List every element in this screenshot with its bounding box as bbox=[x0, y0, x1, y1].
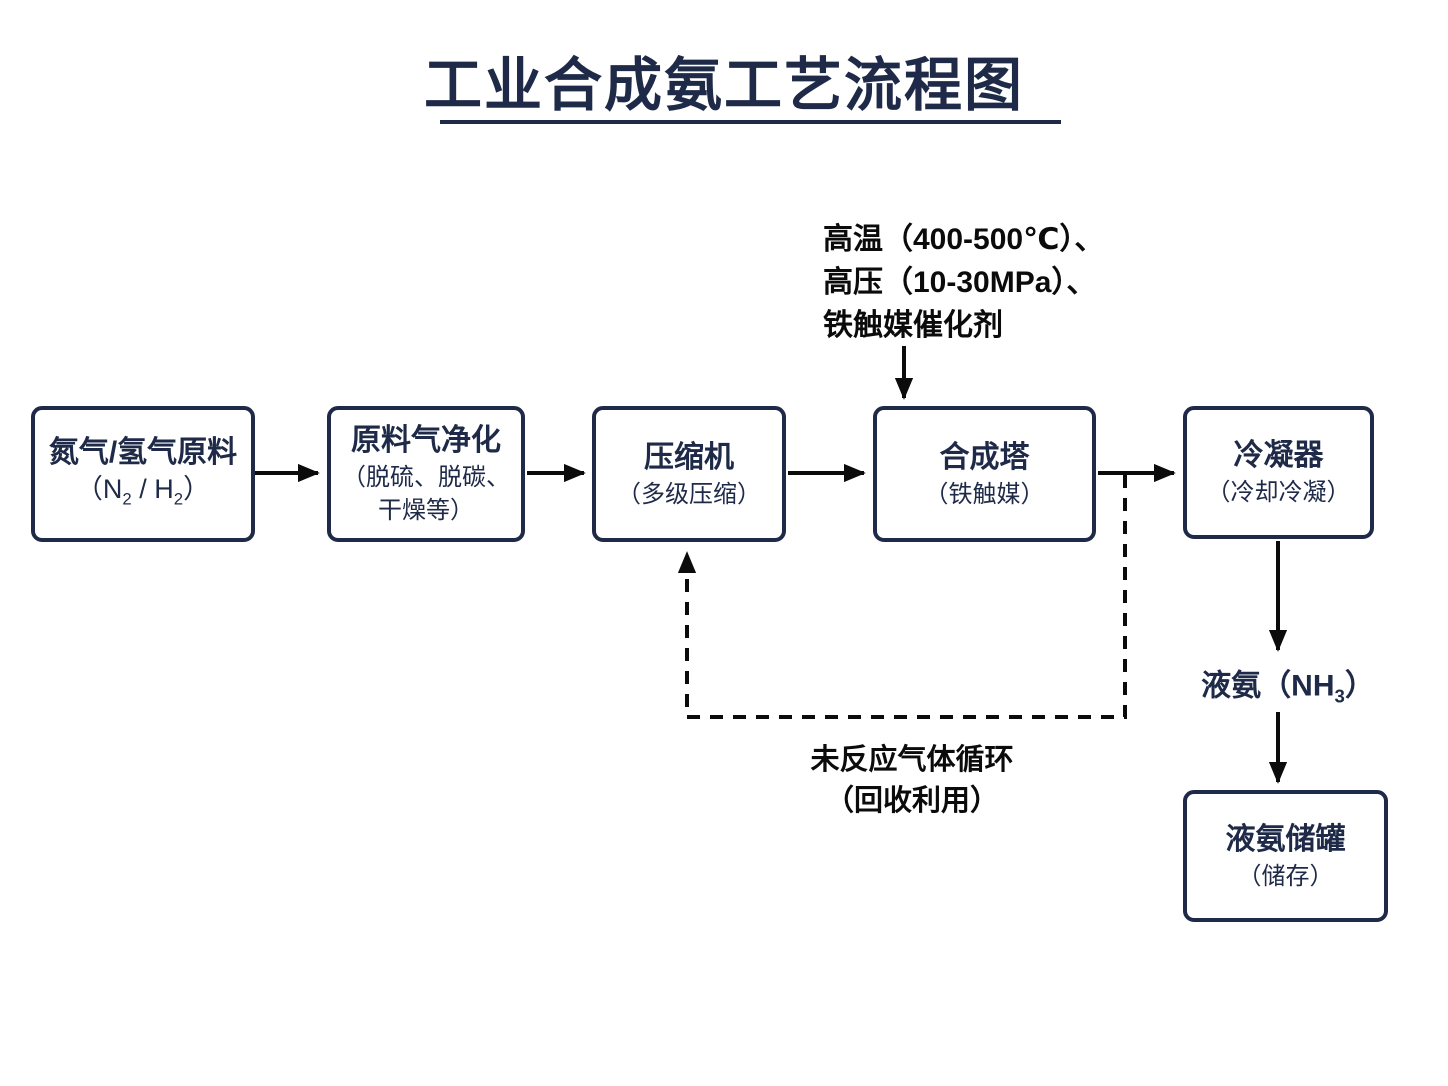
compressor-title: 压缩机 bbox=[644, 440, 734, 474]
condenser-title: 冷凝器 bbox=[1233, 439, 1324, 472]
annotation-line-pressure: 高压（10-30MPa）、 bbox=[823, 266, 1097, 299]
recycle-label-line2: （回收利用） bbox=[824, 785, 1000, 817]
condenser-sub: （冷却冷凝） bbox=[1206, 479, 1351, 506]
recycle-loop-label: 未反应气体循环 （回收利用） bbox=[810, 740, 1013, 822]
storage-tank-title: 液氨储罐 bbox=[1225, 822, 1346, 856]
liquid-ammonia-label: 液氨（NH3） bbox=[1201, 669, 1375, 707]
purification-title: 原料气净化 bbox=[351, 424, 501, 457]
storage-tank-sub: （储存） bbox=[1237, 862, 1334, 890]
feed-gas-formula: （N2 / H2） bbox=[75, 473, 211, 509]
process-box-condenser: 冷凝器 （冷却冷凝） bbox=[1183, 406, 1374, 539]
process-box-feed-gas: 氮气/氢气原料 （N2 / H2） bbox=[31, 406, 255, 542]
purification-sub-line2: 干燥等） bbox=[378, 497, 474, 524]
synthesis-tower-title: 合成塔 bbox=[939, 440, 1030, 474]
process-box-storage-tank: 液氨储罐 （储存） bbox=[1183, 790, 1388, 922]
synthesis-tower-sub: （铁触媒） bbox=[924, 480, 1045, 508]
process-box-synthesis-tower: 合成塔 （铁触媒） bbox=[873, 406, 1096, 542]
page-title: 工业合成氨工艺流程图 bbox=[423, 53, 1024, 118]
reaction-conditions-annotation: 高温（400-500℃）、 高压（10-30MPa）、 铁触媒催化剂 bbox=[823, 218, 1104, 347]
process-box-compressor: 压缩机 （多级压缩） bbox=[592, 406, 786, 542]
compressor-sub: （多级压缩） bbox=[617, 480, 761, 508]
feed-gas-title: 氮气/氢气原料 bbox=[48, 435, 238, 469]
annotation-line-temperature: 高温（400-500℃）、 bbox=[823, 223, 1105, 256]
title-underline bbox=[440, 120, 1061, 124]
purification-sub-line1: （脱硫、脱碳、 bbox=[342, 464, 510, 491]
process-box-purification: 原料气净化 （脱硫、脱碳、 干燥等） bbox=[327, 406, 525, 542]
annotation-line-catalyst: 铁触媒催化剂 bbox=[823, 309, 1003, 342]
recycle-label-line1: 未反应气体循环 bbox=[810, 744, 1014, 776]
